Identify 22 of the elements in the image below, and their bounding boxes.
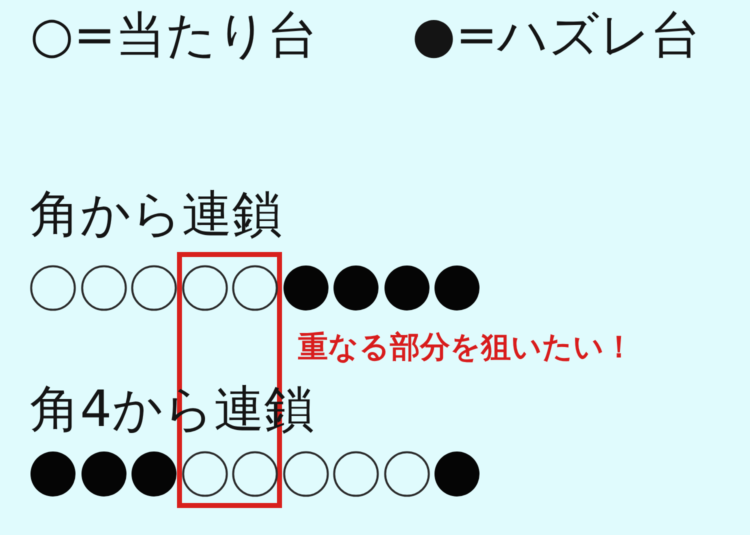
filled-circle-icon <box>333 265 379 311</box>
open-circle-icon <box>182 265 228 311</box>
filled-circle-icon <box>80 451 126 497</box>
filled-circle-icon <box>30 451 76 497</box>
open-circle-icon <box>232 451 278 497</box>
filled-circle-icon <box>434 451 480 497</box>
section-heading: 角から連鎖 <box>30 189 282 239</box>
filled-circle-icon <box>282 265 328 311</box>
legend-text: ○=当たり台 <box>30 10 318 60</box>
open-circle-icon <box>384 451 430 497</box>
open-circle-icon <box>333 451 379 497</box>
filled-circle-icon <box>434 265 480 311</box>
filled-circle-icon <box>131 451 177 497</box>
open-circle-icon <box>131 265 177 311</box>
filled-circle-icon <box>384 265 430 311</box>
open-circle-icon <box>80 265 126 311</box>
note-text: 重なる部分を狙いたい！ <box>298 333 634 363</box>
open-circle-icon <box>30 265 76 311</box>
open-circle-icon <box>282 451 328 497</box>
open-circle-icon <box>232 265 278 311</box>
open-circle-icon <box>182 451 228 497</box>
legend-text: ●=ハズレ台 <box>412 10 701 60</box>
